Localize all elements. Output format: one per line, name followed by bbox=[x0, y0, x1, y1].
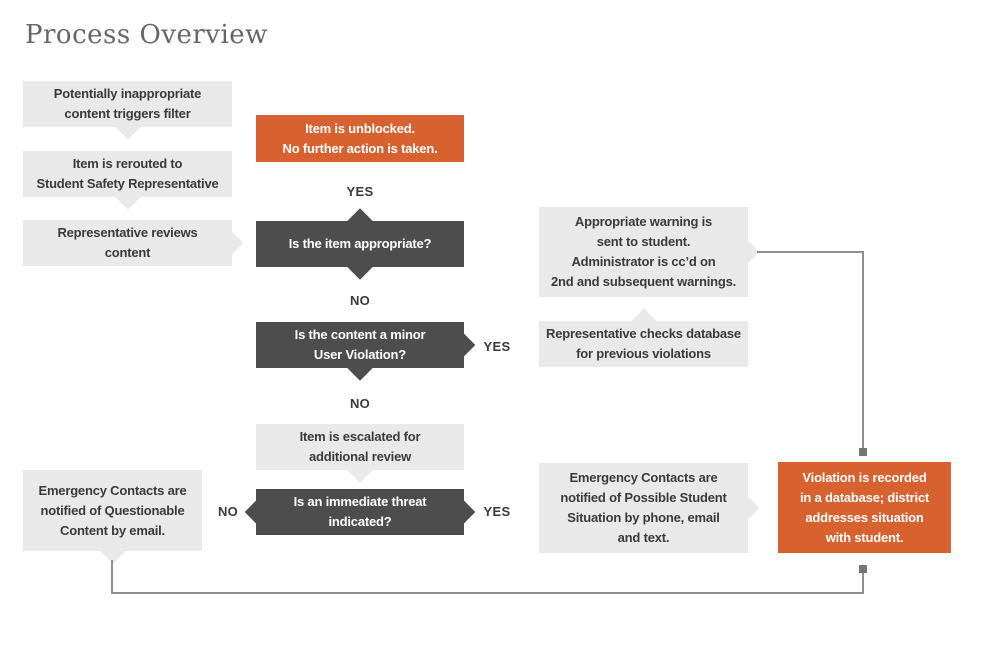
connector-line-violation-vertical bbox=[862, 573, 864, 594]
node-text: Emergency Contacts are notified of Possi… bbox=[560, 470, 727, 545]
arrow-right-tail bbox=[736, 496, 760, 520]
node-emergency-contacts-notified: Emergency Contacts are notified of Possi… bbox=[539, 463, 760, 553]
node-check-database: Representative checks database for previ… bbox=[539, 308, 748, 367]
connector-endpoint-top bbox=[859, 448, 867, 456]
node-item-unblocked: Item is unblocked. No further action is … bbox=[256, 115, 464, 162]
arrow-right-tail bbox=[220, 231, 244, 255]
arrow-right-tail bbox=[736, 240, 760, 264]
node-immediate-threat: Is an immediate threat indicated? bbox=[244, 489, 476, 535]
node-is-item-appropriate: Is the item appropriate? bbox=[256, 208, 464, 280]
label-no-threat: NO bbox=[217, 504, 239, 519]
node-representative-reviews: Representative reviews content bbox=[23, 220, 244, 266]
arrow-right-tail bbox=[452, 500, 476, 524]
page-title: Process Overview bbox=[25, 20, 268, 50]
node-text: Representative checks database for previ… bbox=[546, 326, 741, 361]
node-text: Potentially inappropriate content trigge… bbox=[53, 86, 202, 121]
connector-line-warning-vertical bbox=[862, 251, 864, 448]
node-text: Is the content a minor User Violation? bbox=[294, 327, 426, 362]
node-questionable-content-email: Emergency Contacts are notified of Quest… bbox=[23, 470, 202, 564]
label-yes-threat: YES bbox=[483, 504, 511, 519]
arrow-right-tail bbox=[452, 333, 476, 357]
connector-endpoint-bottom bbox=[859, 565, 867, 573]
connector-line-warning-horizontal bbox=[757, 251, 864, 253]
node-text: Item is escalated for additional review bbox=[299, 429, 421, 464]
arrow-down-tail bbox=[347, 254, 373, 280]
label-no-appropriate: NO bbox=[349, 293, 371, 308]
node-item-rerouted: Item is rerouted to Student Safety Repre… bbox=[23, 151, 232, 210]
node-text: Item is rerouted to Student Safety Repre… bbox=[36, 156, 219, 191]
node-warning-sent: Appropriate warning is sent to student. … bbox=[539, 207, 760, 297]
node-content-triggers-filter: Potentially inappropriate content trigge… bbox=[23, 81, 232, 140]
node-minor-user-violation: Is the content a minor User Violation? bbox=[256, 322, 476, 381]
node-text: Is an immediate threat indicated? bbox=[293, 494, 427, 529]
arrow-up-tail bbox=[347, 208, 373, 234]
node-text: Representative reviews content bbox=[57, 225, 198, 260]
label-no-minor: NO bbox=[349, 396, 371, 411]
connector-line-bottom-horizontal bbox=[111, 592, 864, 594]
node-item-escalated: Item is escalated for additional review bbox=[256, 424, 464, 483]
node-text: Violation is recorded in a database; dis… bbox=[799, 469, 930, 545]
node-text: Item is unblocked. No further action is … bbox=[282, 120, 438, 156]
label-yes-minor: YES bbox=[483, 339, 511, 354]
label-yes-appropriate: YES bbox=[346, 184, 374, 199]
node-text: Appropriate warning is sent to student. … bbox=[550, 214, 737, 289]
connector-line-email-vertical bbox=[111, 560, 113, 594]
node-violation-recorded: Violation is recorded in a database; dis… bbox=[778, 462, 951, 553]
node-text: Is the item appropriate? bbox=[288, 236, 432, 251]
node-text: Emergency Contacts are notified of Quest… bbox=[38, 482, 187, 538]
